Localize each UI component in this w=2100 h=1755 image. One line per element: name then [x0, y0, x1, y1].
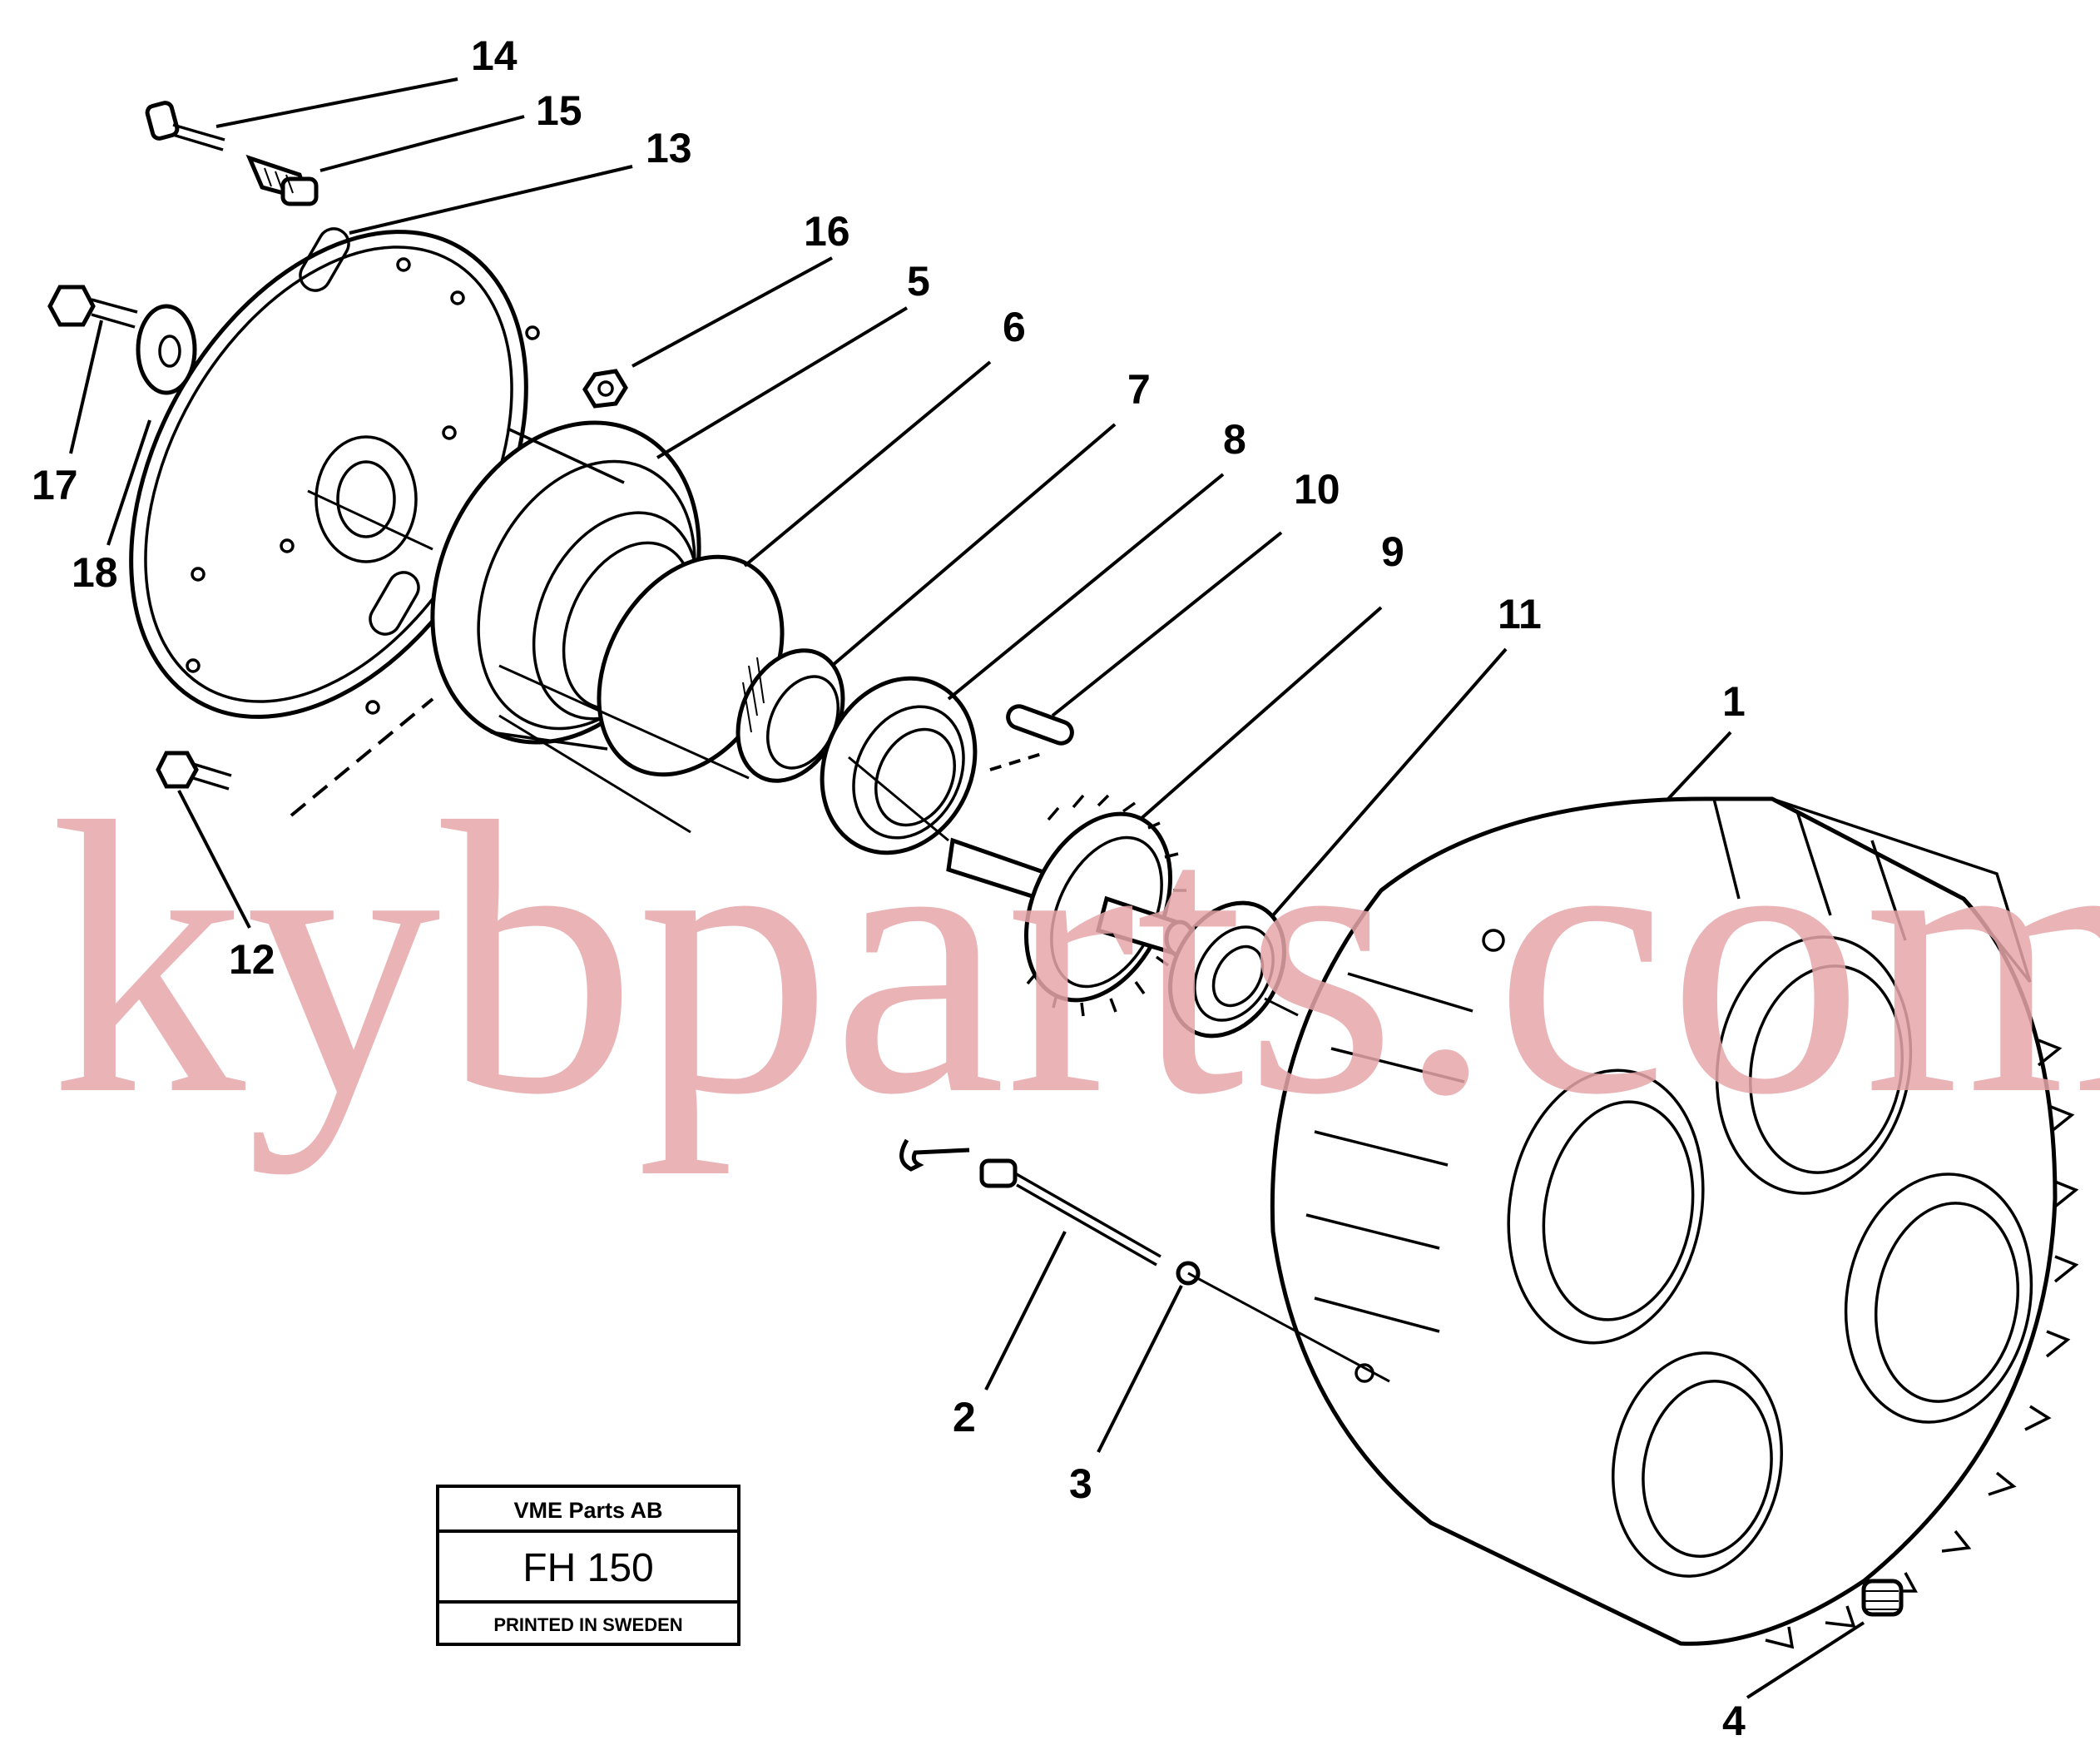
part-12-bolt	[156, 751, 232, 791]
callout-numbers: 14 15 13 16 5 6 7 8 10 9 11 1 2 3 4 12 1…	[32, 32, 1746, 1744]
part-15-breather-valve	[245, 154, 319, 206]
callout-9: 9	[1381, 528, 1404, 575]
watermark: kybparts.com	[50, 741, 2100, 1176]
label-company: VME Parts AB	[513, 1498, 662, 1523]
part-9-gear-shaft	[946, 794, 1196, 1017]
part-7-seal-ring	[735, 648, 845, 783]
callout-3: 3	[1069, 1460, 1092, 1507]
part-1-main-housing	[1270, 796, 2079, 1649]
part-14-bolt	[145, 101, 225, 151]
assembly-center-lines	[290, 489, 1390, 1383]
callout-6: 6	[1003, 304, 1026, 350]
part-10-key	[1006, 704, 1074, 746]
part-4-plug	[1861, 1579, 1904, 1617]
callout-leaders	[69, 77, 1865, 1699]
part-17-bolt	[47, 285, 138, 329]
label-code: FH 150	[523, 1546, 653, 1590]
callout-10: 10	[1294, 466, 1340, 513]
callout-1: 1	[1722, 678, 1746, 725]
part-11-ball-bearing	[1168, 900, 1286, 1039]
callout-8: 8	[1223, 416, 1246, 463]
callout-2: 2	[953, 1394, 976, 1440]
callout-17: 17	[32, 462, 78, 508]
label-box: VME Parts AB FH 150 PRINTED IN SWEDEN	[436, 1485, 740, 1646]
part-18-washer	[136, 304, 197, 395]
part-16-nut	[582, 369, 628, 409]
callout-11: 11	[1498, 591, 1542, 637]
callout-4: 4	[1722, 1698, 1746, 1744]
part-8-ball-bearing	[820, 676, 978, 855]
callout-5: 5	[907, 258, 930, 305]
label-printed: PRINTED IN SWEDEN	[493, 1614, 682, 1635]
callout-15: 15	[536, 87, 582, 134]
callout-7: 7	[1127, 366, 1151, 413]
callout-13: 13	[646, 125, 692, 171]
callout-14: 14	[471, 32, 518, 79]
part-2-dipstick	[899, 1138, 1161, 1267]
callout-18: 18	[72, 549, 118, 596]
callout-16: 16	[804, 208, 850, 255]
callout-12: 12	[229, 936, 275, 983]
